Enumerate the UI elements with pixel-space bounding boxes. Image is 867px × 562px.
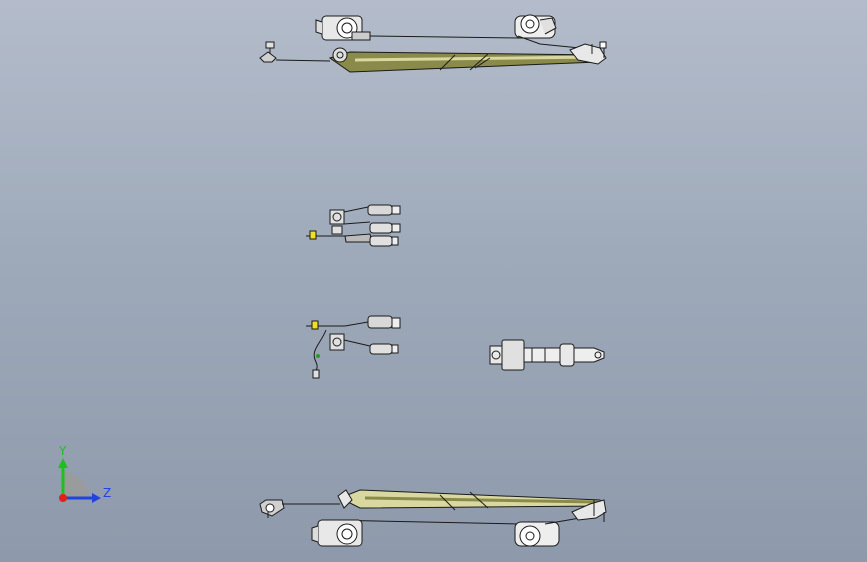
coordinate-triad: Y Z	[58, 444, 111, 503]
triad-plane-shading	[63, 472, 89, 498]
z-axis-arrowhead	[92, 493, 101, 503]
seatbelt-assembly-bottom[interactable]	[259, 489, 607, 547]
seatbelt-assembly-mid-upper[interactable]	[306, 204, 401, 247]
z-axis-label: Z	[103, 486, 111, 500]
retractor-part[interactable]	[489, 339, 605, 371]
seatbelt-assembly-mid-lower[interactable]	[306, 315, 401, 379]
y-axis-arrowhead	[58, 458, 68, 468]
y-axis-label: Y	[58, 444, 67, 458]
x-axis-dot	[59, 494, 67, 502]
seatbelt-assembly-top[interactable]	[259, 14, 607, 73]
